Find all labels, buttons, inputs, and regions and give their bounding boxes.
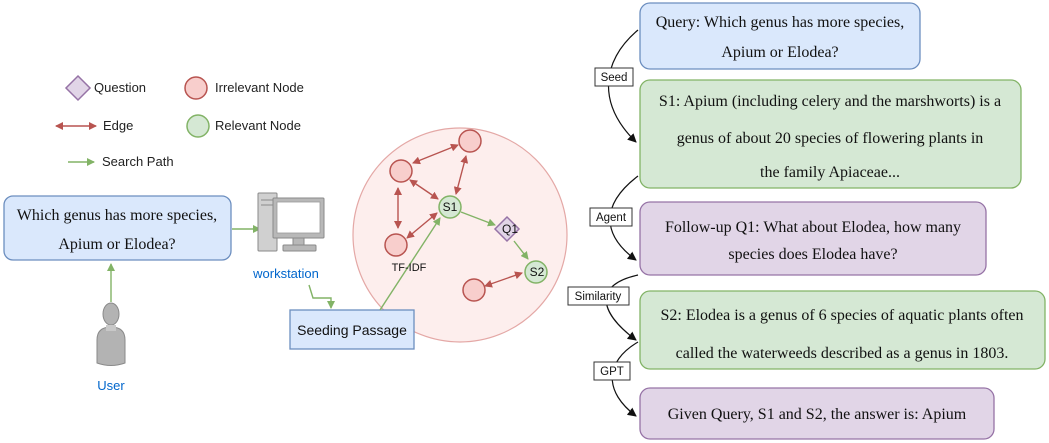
edge-d-s2 (484, 271, 523, 288)
legend-search-path: Search Path (68, 154, 174, 169)
answer-line1: Given Query, S1 and S2, the answer is: A… (668, 406, 967, 423)
s1-label: S1 (443, 200, 458, 214)
seeding-passage-box: Seeding Passage (289, 309, 415, 350)
diamond-icon (64, 74, 92, 102)
user-icon (96, 302, 126, 366)
legend-edge: Edge (55, 118, 133, 133)
followup-line2: species does Elodea have? (728, 246, 897, 263)
user-question-box: Which genus has more species, Apium or E… (3, 195, 232, 261)
similarity-connector (605, 274, 639, 341)
step-seed-label: Seed (601, 72, 628, 84)
relevant-node-s1: S1 (438, 195, 462, 219)
edge-a-s1 (409, 179, 439, 200)
q1-label: Q1 (502, 222, 518, 236)
s2-label: S2 (530, 265, 545, 279)
s1-passage-line1: S1: Apium (including celery and the mars… (659, 93, 1001, 110)
user-question-line1: Which genus has more species, (17, 207, 217, 224)
s2-passage-line2: called the waterweeds described as a gen… (676, 345, 1009, 362)
irrelevant-node-c (384, 233, 408, 257)
workstation-to-seeding-arrow (308, 284, 335, 309)
graph-region (352, 127, 568, 343)
s1-to-q1-path (460, 211, 496, 227)
legend-question-label: Question (94, 80, 146, 95)
question-node-q1: Q1 (493, 215, 521, 243)
query-line2: Apium or Elodea? (721, 44, 838, 61)
irrelevant-node-b (458, 129, 482, 153)
relevant-node-s2: S2 (524, 260, 548, 284)
step-gpt-label: GPT (600, 366, 624, 378)
query-box: Query: Which genus has more species, Api… (639, 2, 921, 70)
seeding-passage-label: Seeding Passage (297, 322, 407, 338)
edge-b-s1 (453, 155, 469, 195)
graph-edges (394, 143, 523, 288)
legend-search-path-label: Search Path (102, 154, 174, 169)
legend-edge-label: Edge (103, 118, 133, 133)
step-agent: Agent (589, 207, 633, 227)
step-seed: Seed (594, 67, 634, 87)
tfidf-label: TF-IDF (392, 262, 427, 274)
legend-irrelevant-node: Irrelevant Node (184, 76, 304, 100)
graph-nodes: S1 Q1 S2 TF-IDF (384, 129, 548, 302)
edge-c-s1 (406, 212, 438, 239)
workstation-icon (257, 192, 325, 252)
s2-passage-box: S2: Elodea is a genus of 6 species of aq… (639, 290, 1046, 370)
s1-passage-line3: the family Apiaceae... (760, 164, 900, 181)
followup-line1: Follow-up Q1: What about Elodea, how man… (665, 219, 961, 236)
q1-to-s2-path (513, 240, 529, 260)
followup-box: Follow-up Q1: What about Elodea, how man… (639, 201, 987, 276)
legend-irrelevant-label: Irrelevant Node (215, 80, 304, 95)
user-question-line2: Apium or Elodea? (58, 236, 175, 253)
red-node-icon (184, 76, 208, 100)
step-agent-label: Agent (596, 212, 627, 224)
workstation-label: workstation (252, 266, 319, 281)
step-gpt: GPT (593, 361, 631, 381)
step-similarity: Similarity (567, 286, 630, 306)
legend-relevant-label: Relevant Node (215, 118, 301, 133)
s1-passage-box: S1: Apium (including celery and the mars… (639, 79, 1022, 189)
legend-relevant-node: Relevant Node (186, 114, 301, 138)
user-label: User (97, 378, 125, 393)
green-node-icon (186, 114, 210, 138)
legend: Question Irrelevant Node Edge Relevant N… (55, 74, 304, 169)
s1-passage-line2: genus of about 20 species of flowering p… (677, 130, 984, 147)
s2-passage-line1: S2: Elodea is a genus of 6 species of aq… (660, 307, 1023, 324)
step-similarity-label: Similarity (575, 291, 622, 303)
legend-question: Question (64, 74, 146, 102)
answer-box: Given Query, S1 and S2, the answer is: A… (639, 387, 995, 440)
edge-a-b (412, 143, 459, 165)
irrelevant-node-d (462, 278, 486, 302)
query-line1: Query: Which genus has more species, (656, 14, 905, 31)
irrelevant-node-a (389, 159, 413, 183)
